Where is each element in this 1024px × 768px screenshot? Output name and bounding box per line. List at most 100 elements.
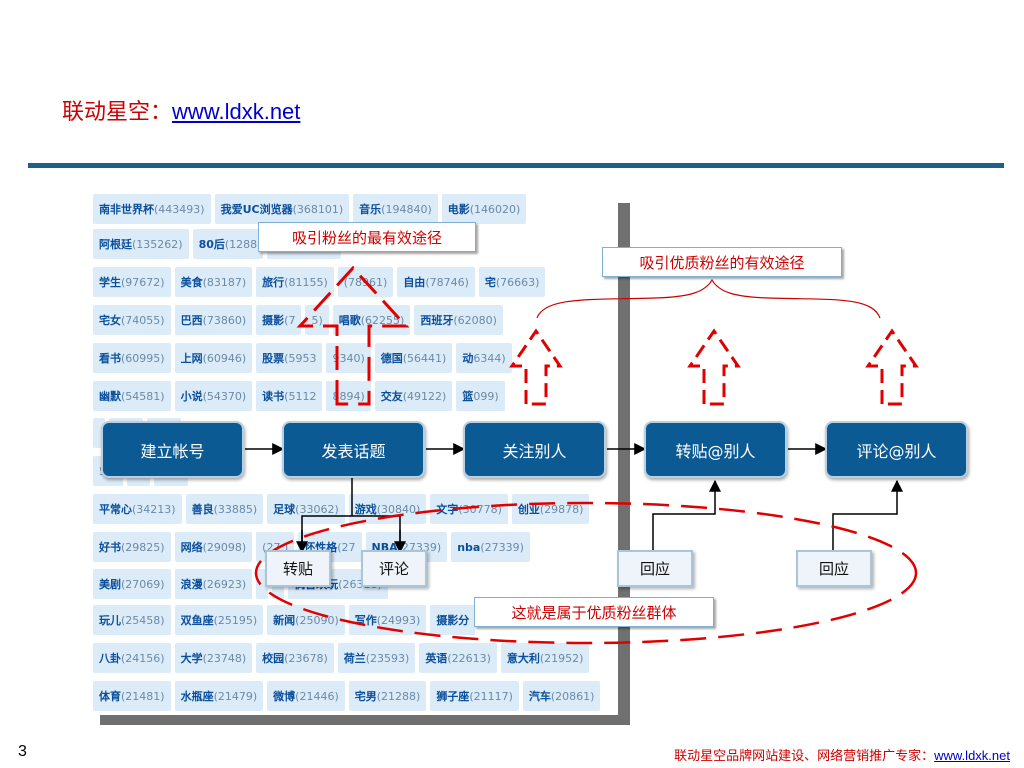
topic-tag[interactable]: 微博(21446) [267,681,345,711]
topic-tag-count: (27 [337,540,356,554]
big-dashed-up-arrow [296,265,410,406]
topic-tag-name: 旅行 [262,276,285,289]
topic-tag-count: (21117) [469,689,513,703]
topic-tag[interactable]: 学生(97672) [93,267,171,297]
topic-tag-count: (443493) [154,202,205,216]
topic-tag-count: (29098) [202,540,247,554]
topic-tag[interactable]: 好书(29825) [93,532,171,562]
topic-tag[interactable]: 狮子座(21117) [430,681,519,711]
footer-link[interactable]: www.ldxk.net [934,748,1010,763]
topic-tag[interactable]: 德国(56441) [374,343,453,373]
topic-tag[interactable]: 9340) [326,343,371,373]
topic-tag[interactable]: 荷兰(23593) [337,643,416,673]
topic-tag-count: (23593) [365,651,410,665]
topic-tag[interactable]: 8894) [326,381,371,411]
topic-tag[interactable]: 水瓶座(21479) [174,681,264,711]
topic-tag-count: (27069) [121,577,165,591]
topic-tag-name: 阿根廷 [99,238,132,251]
topic-tag[interactable]: 美食(83187) [174,267,253,297]
topic-tag[interactable]: 文字(30778) [430,494,508,524]
topic-tag-name: 平常心 [99,503,132,516]
topic-tag-name: nba [457,540,481,554]
topic-tag-count: (60995) [121,351,165,365]
topic-tag[interactable]: 体育(21481) [93,681,171,711]
topic-tag-count: (27339) [480,540,524,554]
topic-tag[interactable]: 巴西(73860) [174,305,253,335]
topic-tag[interactable]: 宅(76663) [478,267,546,297]
topic-tag-name: 南非世界杯 [99,203,154,216]
topic-tag[interactable]: 小说(54370) [174,381,253,411]
topic-tag-name: 摄影 [262,314,285,327]
topic-tag[interactable]: 双鱼座(25195) [174,605,264,635]
topic-tag-name: 我爱UC浏览器 [220,203,293,216]
topic-tag-count: (21479) [213,689,258,703]
topic-tag-count: (56441) [402,351,447,365]
topic-tag-count: (368101) [292,202,344,216]
topic-tag-count: (81155) [284,275,328,289]
topic-tag[interactable]: 汽车(20861) [522,681,601,711]
topic-tag[interactable]: 旅行(81155) [256,267,334,297]
topic-tag[interactable]: 交友(49122) [374,381,453,411]
topic-tag[interactable]: 电影(146020) [441,194,527,224]
response-box-2[interactable]: 回应 [796,550,872,587]
topic-tag-count: (146020) [469,202,521,216]
topic-tag[interactable]: 80后(1288 [192,229,264,259]
topic-tag-name: 西班牙 [420,314,454,327]
topic-tag-count: (23748) [202,651,247,665]
topic-tag[interactable]: 阿根廷(135262) [93,229,189,259]
topic-tag-name: 80后 [198,238,225,251]
title-link[interactable]: www.ldxk.net [172,99,301,124]
topic-tag[interactable]: 看书(60995) [93,343,171,373]
topic-tag[interactable]: 创业(29878) [511,494,590,524]
topic-tag[interactable]: 网络(29098) [174,532,253,562]
topic-tag-name: 网络 [180,541,203,554]
topic-tag[interactable]: 善良(33885) [185,494,264,524]
topic-tag[interactable]: 大学(23748) [174,643,253,673]
topic-tag[interactable]: 摄影分 [430,605,476,635]
topic-tag[interactable]: 浪漫(26923) [174,569,253,599]
topic-tag[interactable]: 自由(78746) [397,267,475,297]
tag-row: 体育(21481)水瓶座(21479)微博(21446)宅男(21288)狮子座… [93,681,601,713]
sub-action-comment[interactable]: 评论 [361,550,427,587]
step-follow-others[interactable]: 关注别人 [463,421,606,478]
topic-tag[interactable]: 西班牙(62080) [414,305,503,335]
sub-action-repost[interactable]: 转贴 [265,550,331,587]
topic-tag[interactable]: 宅女(74055) [93,305,171,335]
topic-tag[interactable]: 英语(22613) [419,643,497,673]
topic-tag[interactable]: 玩儿(25458) [93,605,171,635]
topic-tag[interactable]: 股票(5953 [256,343,323,373]
topic-tag[interactable]: 八卦(24156) [93,643,171,673]
topic-tag[interactable]: nba(27339) [451,532,530,562]
topic-tag[interactable]: 上网(60946) [174,343,253,373]
topic-tag-name: 巴西 [180,314,203,327]
topic-tag[interactable]: 宅男(21288) [348,681,427,711]
topic-tag[interactable]: 校园(23678) [256,643,334,673]
topic-tag[interactable]: 足球(33062) [267,494,345,524]
topic-tag[interactable]: 唱歌(62255) [332,305,411,335]
topic-tag[interactable]: 我爱UC浏览器(368101) [214,194,350,224]
topic-tag[interactable]: 南非世界杯(443493) [93,194,211,224]
topic-tag[interactable]: 平常心(34213) [93,494,182,524]
step-create-account[interactable]: 建立帐号 [101,421,244,478]
topic-tag[interactable]: 摄影(7 [256,305,302,335]
topic-tag[interactable]: 音乐(194840) [353,194,438,224]
topic-tag[interactable]: 美剧(27069) [93,569,171,599]
step-repost-mention[interactable]: 转贴@别人 [644,421,787,478]
dashed-up-arrow-follow [509,328,563,406]
topic-tag[interactable]: 游戏(30840) [348,494,427,524]
topic-tag-count: (29825) [121,540,165,554]
page-number: 3 [18,743,27,760]
topic-tag-count: (33062) [295,502,339,516]
step-comment-mention[interactable]: 评论@别人 [825,421,968,478]
response-box-1[interactable]: 回应 [617,550,693,587]
header-divider [28,163,1004,168]
topic-tag-count: 5) [311,313,323,327]
topic-tag[interactable]: 读书(5112 [256,381,323,411]
topic-tag[interactable]: 意大利(21952) [500,643,590,673]
topic-tag[interactable]: 幽默(54581) [93,381,171,411]
step-post-topic[interactable]: 发表话题 [282,421,425,478]
topic-tag-count: (78746) [425,275,469,289]
topic-tag-count: (29878) [539,502,584,516]
